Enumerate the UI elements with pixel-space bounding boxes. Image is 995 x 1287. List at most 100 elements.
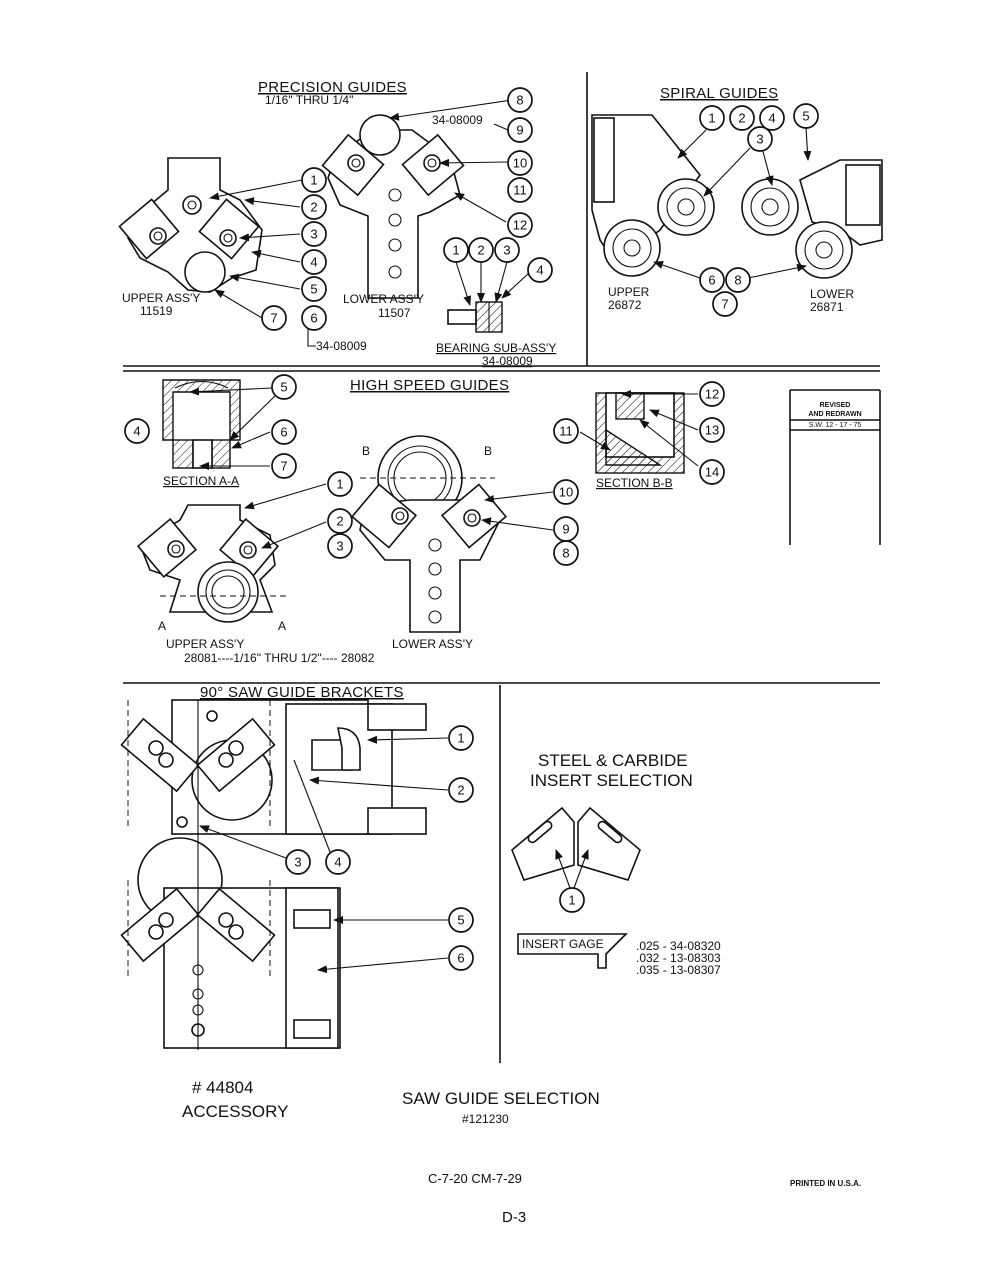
callout-number: 3	[294, 855, 301, 870]
precision-guides-title: PRECISION GUIDES	[258, 79, 407, 96]
callout-circle	[301, 249, 327, 275]
callout-circle	[448, 945, 474, 971]
callout-1: 1	[699, 105, 725, 131]
callout-number: 1	[452, 243, 459, 258]
callout-8: 8	[725, 267, 751, 293]
callout-2: 2	[327, 508, 353, 534]
bearing-label: BEARING SUB-ASS'Y	[436, 341, 556, 355]
callout-circle	[759, 105, 785, 131]
high-speed-lower-assembly: B B	[350, 435, 508, 633]
callout-3: 3	[494, 237, 520, 263]
callout-8: 8	[553, 540, 579, 566]
callout-circle	[301, 167, 327, 193]
callout-number: 4	[334, 855, 341, 870]
callout-number: 3	[503, 243, 510, 258]
spiral-leaders	[653, 127, 812, 279]
callout-circle	[507, 150, 533, 176]
insert-gage-label: INSERT GAGE	[522, 937, 604, 951]
callout-number: 6	[708, 273, 715, 288]
high-speed-part-range: 28081----1/16" THRU 1/2"---- 28082	[184, 651, 375, 665]
callout-3: 3	[747, 126, 773, 152]
callout-4: 4	[527, 257, 553, 283]
bearing-number: 34-08009	[482, 354, 533, 368]
callout-number: 6	[280, 425, 287, 440]
callout-circle	[725, 267, 751, 293]
spiral-guides-panel: SPIRAL GUIDES UPPER 26872 LOWER 26871	[591, 85, 883, 314]
callout-circle	[261, 305, 287, 331]
callout-number: 5	[310, 282, 317, 297]
section-mark-b-left: B	[362, 444, 370, 458]
callout-circle	[448, 725, 474, 751]
callout-1: 1	[327, 471, 353, 497]
callout-number: 7	[721, 297, 728, 312]
callout-circle	[699, 417, 725, 443]
callout-circle	[443, 237, 469, 263]
callout-circle	[712, 291, 738, 317]
callout-6: 6	[448, 945, 474, 971]
high-speed-upper-label: UPPER ASS'Y	[166, 637, 244, 651]
callout-circle	[793, 103, 819, 129]
callout-circle	[729, 105, 755, 131]
precision-lower-assembly	[321, 114, 465, 299]
callout-number: 11	[513, 183, 527, 198]
section-a-a: SECTION A-A	[162, 379, 241, 488]
callout-number: 1	[310, 173, 317, 188]
callout-10: 10	[553, 479, 579, 505]
callout-circle	[301, 221, 327, 247]
callout-circle	[507, 177, 533, 203]
callout-circle	[285, 849, 311, 875]
callout-circle	[507, 212, 533, 238]
callout-number: 7	[280, 459, 287, 474]
high-speed-guides-panel: HIGH SPEED GUIDES SECTION A-A SECTION B-…	[136, 377, 699, 665]
section-mark-a-right: A	[278, 619, 286, 633]
callout-circle	[507, 87, 533, 113]
callout-14: 14	[699, 459, 725, 485]
spiral-lower-label: LOWER	[810, 287, 854, 301]
saw-guide-brackets-panel: 90° SAW GUIDE BRACKETS	[120, 684, 449, 1121]
section-mark-a-left: A	[158, 619, 166, 633]
callout-circle	[494, 237, 520, 263]
callout-number: 4	[768, 111, 775, 126]
callout-number: 8	[516, 93, 523, 108]
callout-circle	[325, 849, 351, 875]
spiral-upper-number: 26872	[608, 298, 642, 312]
callout-circle	[527, 257, 553, 283]
callout-number: 5	[280, 380, 287, 395]
footer: SAW GUIDE SELECTION #121230 C-7-20 CM-7-…	[402, 1089, 861, 1226]
callout-circle	[699, 459, 725, 485]
high-speed-lower-label: LOWER ASS'Y	[392, 637, 473, 651]
callout-number: 3	[756, 132, 763, 147]
saw-guide-selection-title: SAW GUIDE SELECTION	[402, 1089, 600, 1108]
callout-8: 8	[507, 87, 533, 113]
callout-12: 12	[507, 212, 533, 238]
callout-number: 4	[133, 424, 140, 439]
callout-3: 3	[285, 849, 311, 875]
callout-13: 13	[699, 417, 725, 443]
callout-number: 1	[336, 477, 343, 492]
accessory-label: ACCESSORY	[182, 1102, 288, 1121]
high-speed-upper-assembly: A A	[136, 504, 290, 633]
callout-number: 9	[516, 123, 523, 138]
callout-2: 2	[448, 777, 474, 803]
revised-line-1: REVISED	[820, 402, 851, 409]
callout-number: 10	[559, 485, 573, 500]
callout-6: 6	[301, 305, 327, 331]
callout-circle	[507, 117, 533, 143]
callout-circle	[301, 194, 327, 220]
callout-circle	[468, 237, 494, 263]
bearing-sub-assembly	[447, 301, 503, 333]
callout-number: 2	[477, 243, 484, 258]
callout-number: 1	[708, 111, 715, 126]
callout-number: 3	[310, 227, 317, 242]
callout-number: 8	[734, 273, 741, 288]
section-b-label: SECTION B-B	[596, 476, 673, 490]
precision-upper-label: UPPER ASS'Y	[122, 291, 200, 305]
callout-number: 3	[336, 539, 343, 554]
callout-circle	[271, 419, 297, 445]
precision-upper-number: 11519	[140, 304, 173, 318]
callout-1: 1	[448, 725, 474, 751]
bracket-upper	[120, 699, 427, 835]
callout-circle	[553, 479, 579, 505]
callout-10: 10	[507, 150, 533, 176]
